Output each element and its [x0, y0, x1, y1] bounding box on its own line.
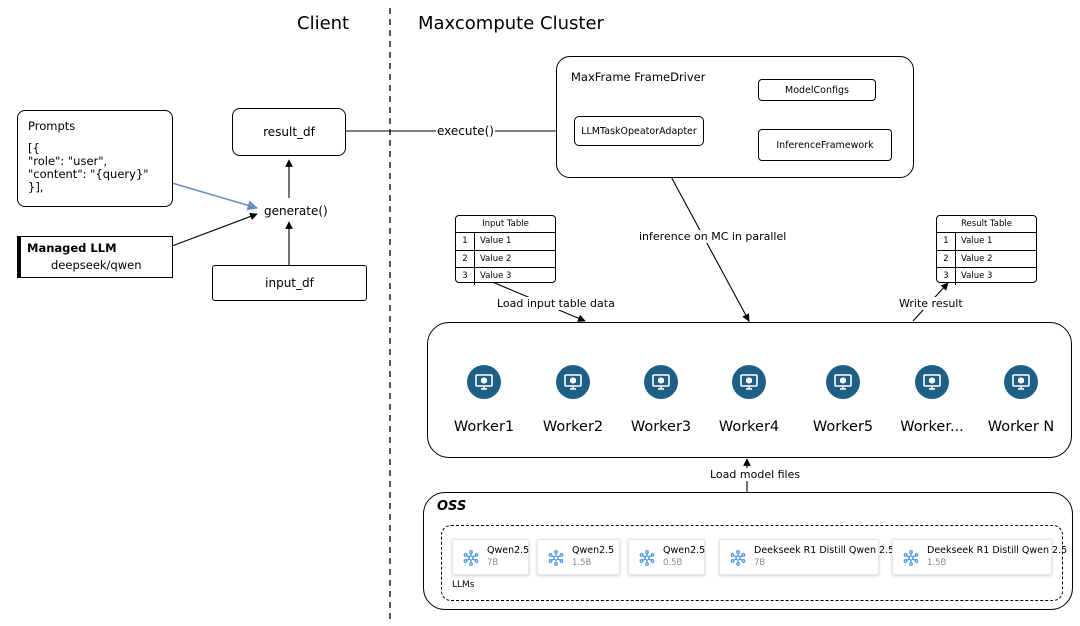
llms-group: LLMs	[441, 525, 1063, 601]
adapter-box: LLMTaskOpeatorAdapter	[574, 116, 704, 146]
model-card: Deekseek R1 Distill Qwen 2.5 7B	[719, 539, 894, 575]
worker-label: Worker2	[542, 419, 604, 435]
worker-label: Worker3	[630, 419, 692, 435]
model-card: Qwen2.5 1.5B	[537, 539, 620, 575]
network-node-icon	[548, 550, 564, 566]
oss-title: OSS	[437, 499, 467, 514]
prompts-line-4: }],	[28, 180, 44, 194]
table-row: 2 Value 2	[937, 250, 1036, 268]
worker-node: Worker3	[616, 365, 706, 435]
row-value: Value 3	[961, 271, 993, 281]
prompts-line-3: "content": "{query}"	[28, 167, 149, 181]
prompts-to-generate-edge	[171, 182, 259, 211]
row-number: 3	[937, 268, 956, 285]
prompts-box: Prompts [{ "role": "user", "content": "{…	[17, 110, 173, 207]
table-row: 2 Value 2	[456, 250, 555, 268]
row-number: 2	[937, 250, 956, 267]
inference-label: inference on MC in parallel	[637, 230, 789, 243]
server-monitor-icon	[915, 365, 949, 399]
llm-to-generate-edge	[171, 212, 258, 247]
row-value: Value 2	[961, 253, 993, 264]
result-table-title: Result Table	[937, 216, 1036, 233]
model-name: Deekseek R1 Distill Qwen 2.5	[754, 545, 895, 556]
model-card: Qwen2.5 7B	[452, 539, 529, 575]
execute-label: execute()	[436, 124, 495, 138]
prompts-line-2: "role": "user",	[28, 154, 108, 168]
result-df-box: result_df	[232, 108, 346, 156]
framedriver-title: MaxFrame FrameDriver	[571, 70, 706, 84]
table-row: 3 Value 3	[937, 268, 1036, 285]
table-row: 3 Value 3	[456, 268, 555, 285]
row-value: Value 3	[480, 271, 512, 281]
network-node-icon	[730, 550, 746, 566]
network-node-icon	[903, 550, 919, 566]
input-table: Input Table 1 Value 1 2 Value 2 3 Value …	[455, 215, 556, 285]
model-size: 0.5B	[663, 558, 683, 568]
row-value: Value 2	[480, 253, 512, 264]
managed-llm-title: Managed LLM	[27, 241, 117, 255]
worker-node: Worker...	[887, 365, 977, 435]
server-monitor-icon	[1004, 365, 1038, 399]
managed-llm-subtitle: deepseek/qwen	[51, 258, 142, 272]
model-size: 1.5B	[927, 558, 947, 568]
input-table-title: Input Table	[456, 216, 555, 233]
worker-node: Worker N	[976, 365, 1066, 435]
network-node-icon	[639, 550, 655, 566]
model-name: Qwen2.5	[572, 545, 615, 556]
worker-node: Worker4	[704, 365, 794, 435]
model-size: 7B	[754, 558, 766, 568]
client-title: Client	[297, 13, 350, 34]
table-row: 1 Value 1	[937, 233, 1036, 251]
write-result-label: Write result	[897, 297, 965, 310]
worker-label: Worker4	[718, 419, 780, 435]
row-value: Value 1	[480, 236, 512, 246]
worker-label: Worker1	[453, 419, 515, 435]
prompts-title: Prompts	[28, 119, 76, 133]
server-monitor-icon	[467, 365, 501, 399]
server-monitor-icon	[556, 365, 590, 399]
server-monitor-icon	[732, 365, 766, 399]
result-table: Result Table 1 Value 1 2 Value 2 3 Value…	[936, 215, 1037, 285]
managed-llm-box: Managed LLM deepseek/qwen	[17, 236, 173, 278]
load-model-label: Load model files	[708, 468, 803, 481]
row-number: 3	[456, 268, 475, 285]
load-input-label: Load input table data	[495, 297, 617, 310]
prompts-line-1: [{	[28, 141, 40, 155]
row-number: 1	[937, 233, 956, 250]
model-name: Qwen2.5	[663, 545, 706, 556]
model-size: 7B	[487, 558, 499, 568]
model-name: Deekseek R1 Distill Qwen 2.5	[927, 545, 1068, 556]
row-value: Value 1	[961, 236, 993, 246]
server-monitor-icon	[644, 365, 678, 399]
table-row: 1 Value 1	[456, 233, 555, 251]
model-card: Qwen2.5 0.5B	[628, 539, 705, 575]
cluster-title: Maxcompute Cluster	[418, 13, 604, 34]
server-monitor-icon	[826, 365, 860, 399]
network-node-icon	[463, 550, 479, 566]
inferenceframework-box: InferenceFramework	[758, 129, 892, 161]
model-size: 1.5B	[572, 558, 592, 568]
row-number: 2	[456, 250, 475, 267]
model-card: Deekseek R1 Distill Qwen 2.5 1.5B	[892, 539, 1067, 575]
worker-label: Worker N	[987, 419, 1055, 435]
worker-node: Worker1	[439, 365, 529, 435]
row-number: 1	[456, 233, 475, 250]
worker-label: Worker...	[900, 419, 964, 435]
worker-node: Worker2	[528, 365, 618, 435]
model-name: Qwen2.5	[487, 545, 530, 556]
input-df-box: input_df	[212, 265, 367, 301]
llms-group-label: LLMs	[452, 580, 475, 590]
generate-label: generate()	[264, 204, 328, 218]
worker-node: Worker5	[798, 365, 888, 435]
modelconfigs-box: ModelConfigs	[758, 79, 876, 101]
worker-label: Worker5	[812, 419, 874, 435]
